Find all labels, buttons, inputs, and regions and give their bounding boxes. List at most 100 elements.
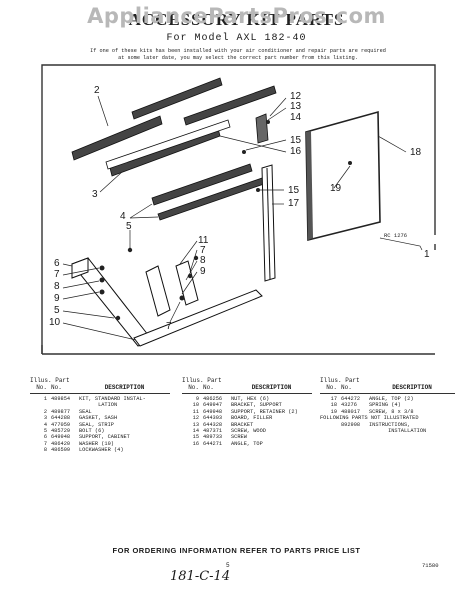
- model-subtitle: For Model AXL 182-40: [166, 33, 307, 44]
- page-title: ACCESSORY KIT PARTS: [128, 10, 345, 29]
- col-header-top: Illus. Part: [182, 377, 312, 385]
- callout-13: 13: [290, 101, 302, 112]
- seal-strips: [71, 77, 277, 221]
- part-no: 486509: [51, 447, 71, 454]
- table-row: 19 488017 SCREW, 8 x 3/8: [320, 409, 455, 415]
- item-no: [320, 422, 341, 435]
- top-angles: [261, 164, 276, 282]
- page-number: 5: [226, 562, 230, 569]
- part-desc: GASKET, SASH: [79, 415, 118, 422]
- callout-16: 16: [290, 146, 302, 157]
- part-no: 892908: [341, 421, 361, 428]
- part-no: 43276: [341, 402, 357, 409]
- callout-8: 8: [54, 281, 60, 292]
- callout-7: 7: [54, 269, 60, 280]
- callout-11: 11: [198, 235, 209, 246]
- callout-18: 18: [410, 147, 422, 158]
- part-no: 644303: [203, 415, 223, 422]
- callout-19: 19: [330, 183, 342, 194]
- callout-5b: 5: [54, 305, 60, 316]
- part-no: 486420: [51, 440, 71, 447]
- part-desc: SUPPORT, CABINET: [79, 434, 130, 441]
- item-no: 4: [43, 421, 47, 428]
- table-row: 18 43276 SPRING (4): [320, 402, 455, 408]
- callout-15b: 15: [288, 185, 300, 196]
- part-no: 489733: [203, 434, 223, 441]
- part-desc: SEAL, STRIP: [79, 421, 114, 428]
- handwritten-note: 181-C-14: [170, 569, 231, 584]
- part-desc: WASHER (10): [79, 440, 114, 447]
- table-row: 892908 INSTRUCTIONS, INSTALLATION: [320, 422, 455, 435]
- callout-14: 14: [290, 112, 302, 123]
- no-label: No.: [326, 384, 337, 391]
- callout-8b: 8: [200, 255, 206, 266]
- part-no: 649948: [51, 434, 71, 441]
- table-row: 6 649948 SUPPORT, CABINET: [30, 434, 170, 440]
- part-desc: BRACKET, SUPPORT: [231, 402, 282, 409]
- description-label: DESCRIPTION: [104, 384, 145, 391]
- item-no: 16: [192, 440, 199, 447]
- part-no: 485729: [51, 428, 71, 435]
- part-no: 488017: [341, 408, 361, 415]
- part-desc: BRACKET: [231, 421, 254, 428]
- callout-10: 10: [49, 317, 61, 328]
- col-header-top: Illus. Part: [320, 377, 455, 385]
- callout-3: 3: [92, 189, 98, 200]
- item-no: 5: [43, 428, 47, 435]
- part-desc: INSTRUCTIONS, INSTALLATION: [369, 421, 427, 435]
- part-desc: SCREW, 8 x 3/8: [369, 408, 414, 415]
- illus-label: Illus.: [30, 377, 52, 384]
- callout-17: 17: [288, 198, 300, 209]
- part-desc: SPRING (4): [369, 402, 401, 409]
- no-label: No.: [341, 384, 352, 391]
- table-row: 17 644272 ANGLE, TOP (2): [320, 396, 455, 402]
- no-label: No.: [51, 384, 62, 391]
- sash-gasket: [105, 119, 231, 170]
- col-header-top: Illus. Part: [30, 377, 170, 385]
- part-desc: FOLLOWING PARTS NOT ILLUSTRATED: [320, 415, 419, 422]
- part-desc: BOLT (6): [79, 428, 105, 435]
- support-bracket-bar: [133, 289, 263, 347]
- part-desc: ANGLE, TOP (2): [369, 396, 414, 402]
- part-no: 644271: [203, 440, 223, 447]
- hardware: [99, 120, 270, 321]
- part-no: 489877: [51, 408, 71, 415]
- part-label: Part: [345, 377, 360, 384]
- item-no: 6: [43, 434, 47, 441]
- table-row: 7 486420 WASHER (10): [30, 441, 170, 447]
- intro-note: If one of these kits has been installed …: [90, 48, 386, 61]
- item-no: 7: [43, 440, 47, 447]
- diagram-ref-code: RC 1276: [384, 232, 408, 239]
- parts-column-3: Illus. Part No. No. DESCRIPTION 17 644272…: [320, 377, 455, 435]
- part-no: 477059: [51, 421, 71, 428]
- item-no: 19: [330, 408, 337, 415]
- callout-7c: 7: [166, 321, 172, 332]
- callout-1: 1: [424, 249, 430, 260]
- illus-label: Illus.: [320, 377, 342, 384]
- part-no: 489854: [51, 396, 71, 402]
- col-header: No. No. DESCRIPTION: [320, 384, 455, 394]
- bracket: [255, 113, 269, 144]
- item-no: 11: [192, 408, 199, 415]
- item-no: 2: [43, 408, 47, 415]
- item-no: 18: [330, 402, 337, 409]
- part-no: 644272: [341, 396, 361, 402]
- item-no: 17: [330, 396, 337, 402]
- callout-2: 2: [94, 85, 100, 96]
- diagram-frame: [41, 64, 436, 355]
- no-label: No.: [203, 384, 214, 391]
- part-no: 649947: [203, 402, 223, 409]
- item-no: 10: [192, 402, 199, 409]
- item-no: 12: [192, 415, 199, 422]
